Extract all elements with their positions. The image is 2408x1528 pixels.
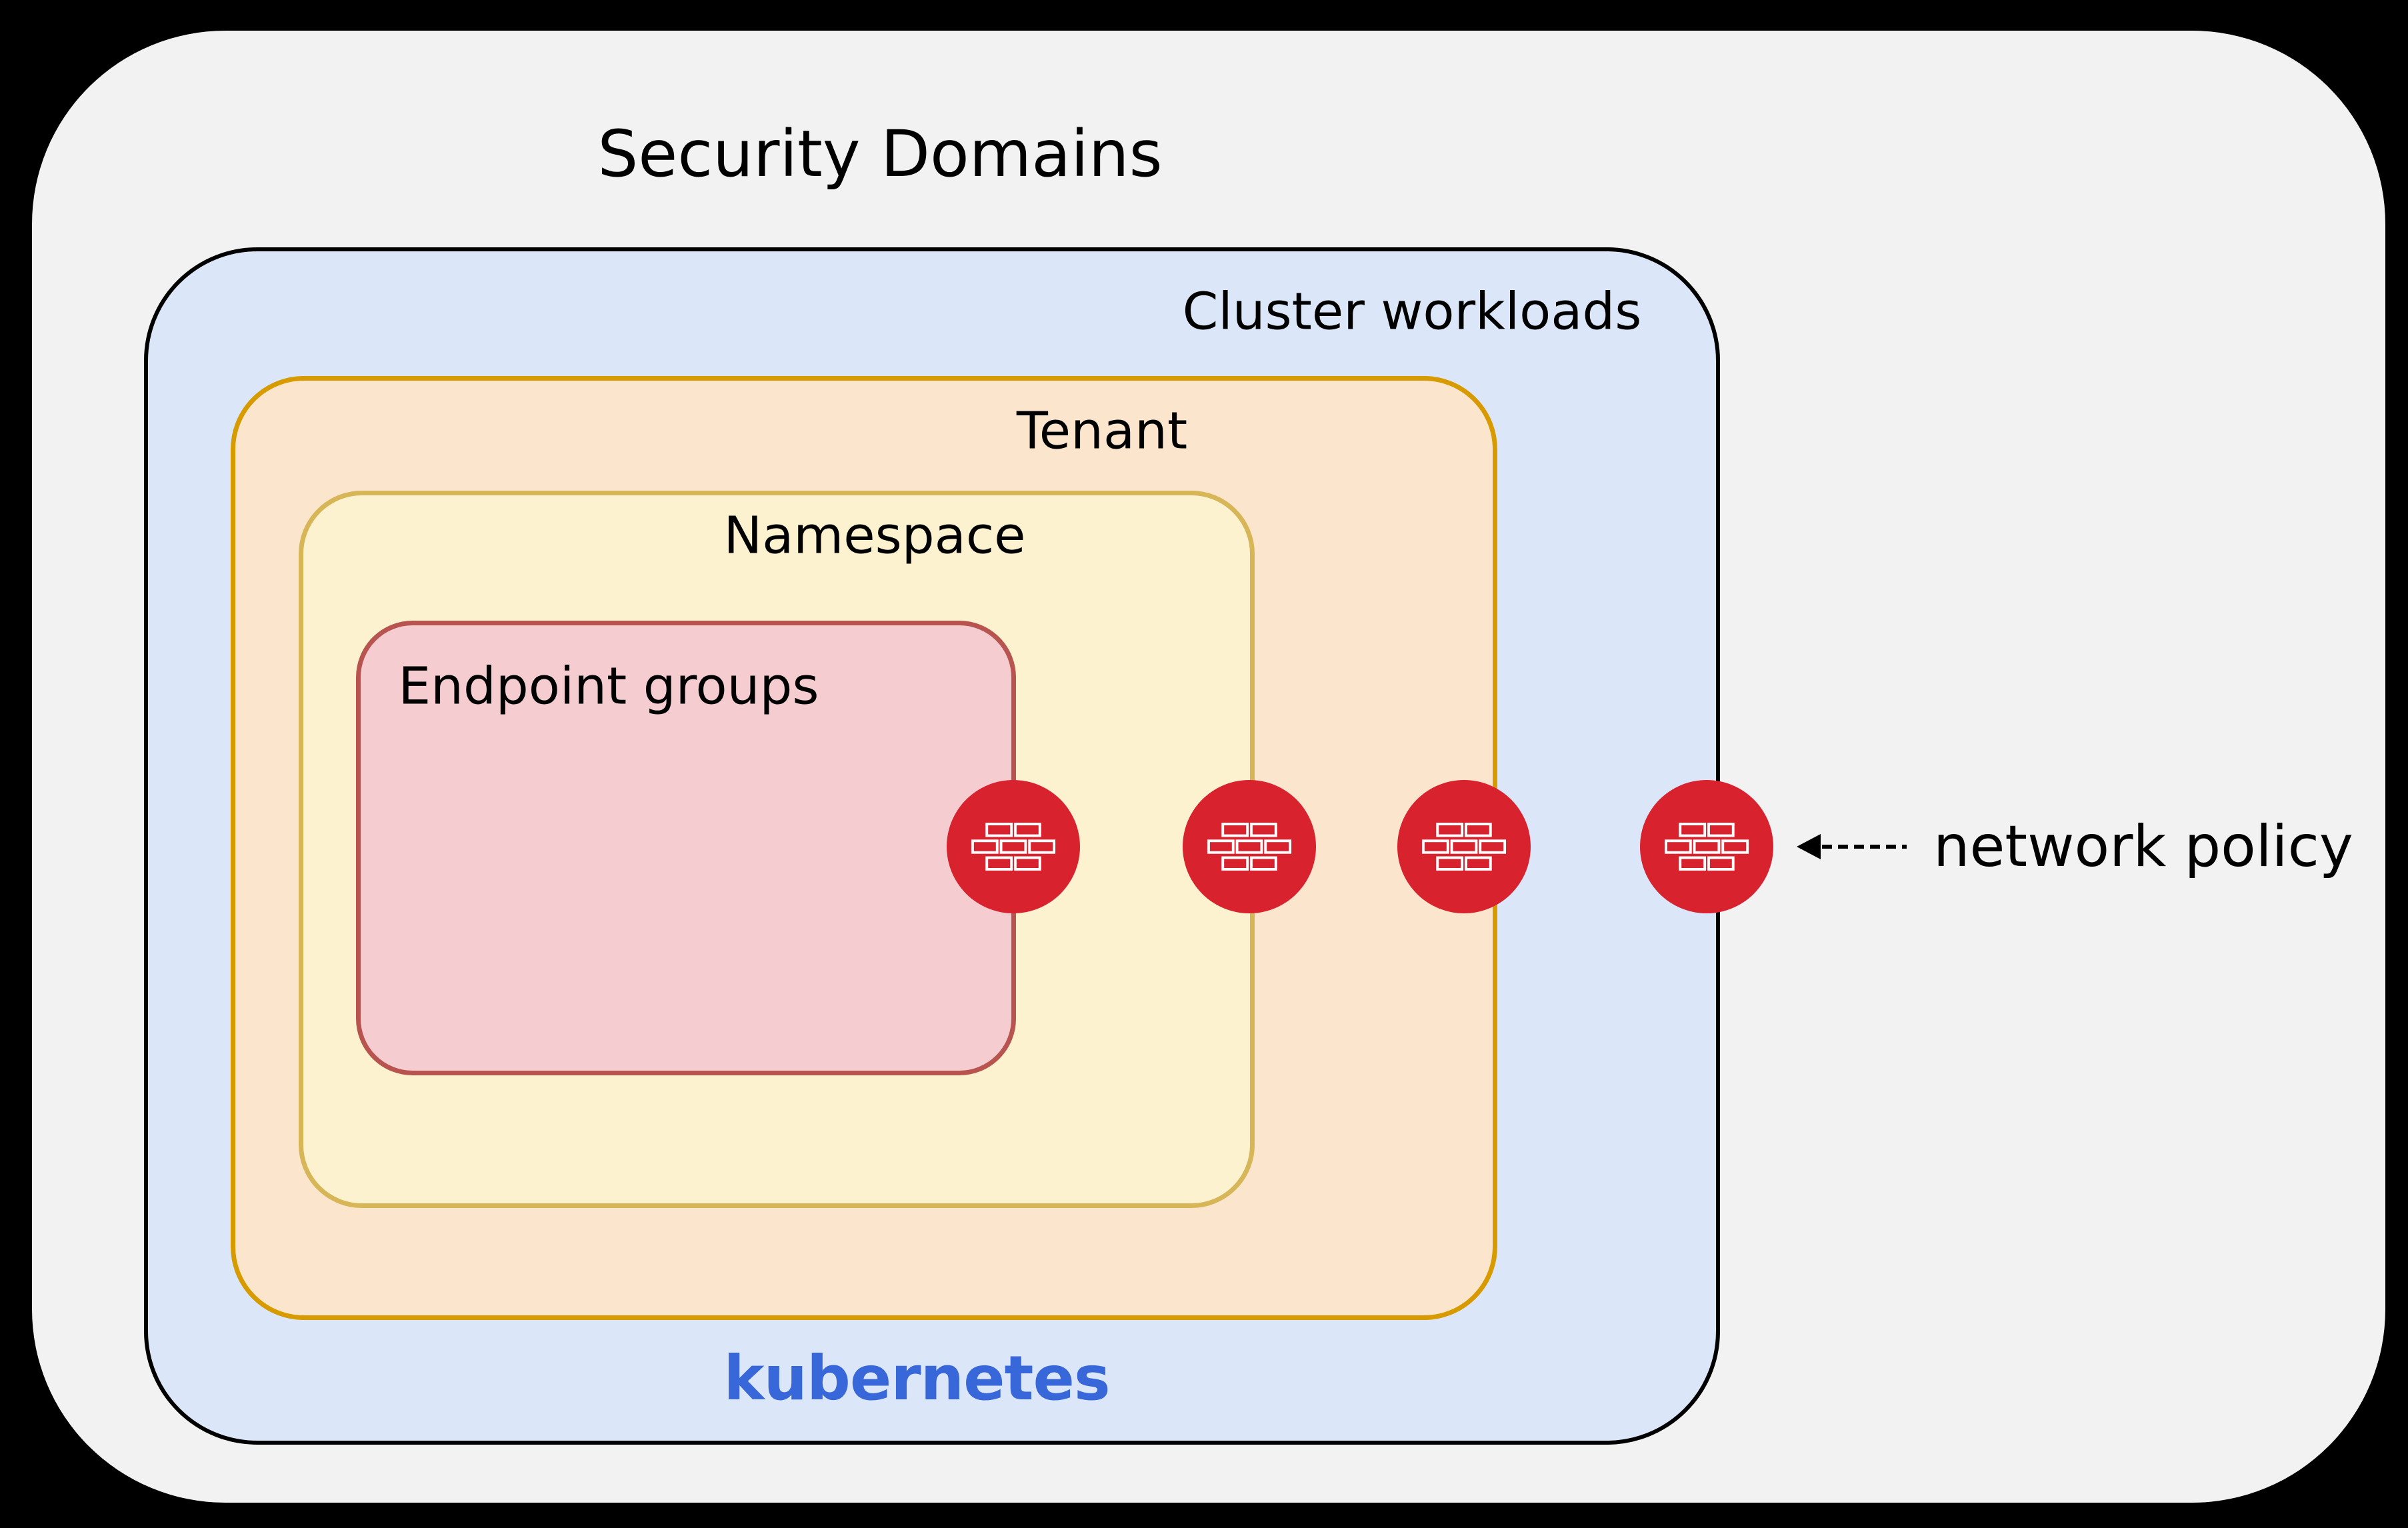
network-policy-label: network policy	[1933, 813, 2353, 880]
kubernetes-label: kubernetes	[723, 1343, 1110, 1414]
tenant-label: Tenant	[1016, 401, 1188, 461]
namespace-label: Namespace	[723, 506, 1026, 566]
endpoint-groups-label: Endpoint groups	[398, 657, 819, 717]
network-policy-arrow-icon	[1797, 834, 1907, 859]
firewall-icon	[1664, 823, 1749, 871]
cluster-workloads-label: Cluster workloads	[1182, 282, 1642, 342]
firewall-badge-endpoint-groups	[947, 780, 1080, 913]
firewall-badge-cluster	[1640, 780, 1773, 913]
firewall-icon	[1207, 823, 1292, 871]
endpoint-groups-box	[356, 621, 1016, 1075]
firewall-icon	[1421, 823, 1507, 871]
firewall-icon	[971, 823, 1056, 871]
diagram-canvas: Security Domains Cluster workloads Tenan…	[32, 31, 2385, 1503]
firewall-badge-tenant	[1397, 780, 1531, 913]
firewall-badge-namespace	[1183, 780, 1316, 913]
diagram-title: Security Domains	[597, 117, 1163, 191]
